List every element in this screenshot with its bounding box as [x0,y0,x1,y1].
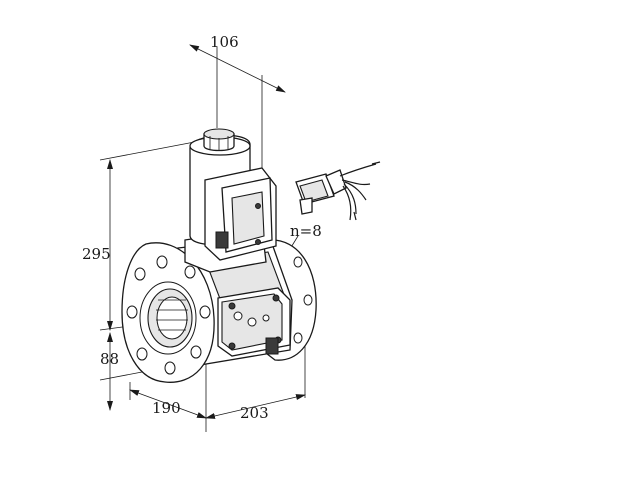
dim-length: 203 [240,404,269,422]
bolt-hole [134,267,146,281]
solenoid-actuator [184,128,277,273]
bolt-hole [156,255,168,269]
bolt-hole [164,361,176,375]
bolt-hole [184,265,196,279]
bolt-hole [190,345,202,359]
dim-height: 295 [82,245,111,263]
dim-axis-height: 88 [100,350,119,368]
dim-flange-depth: 190 [152,399,181,417]
dim-top-width: 106 [210,33,239,51]
bolt-hole [199,305,211,319]
bolt-hole [126,305,138,319]
bolt-hole [136,347,148,361]
plug-connector [295,161,381,221]
bolt-holes-label: n=8 [290,222,322,240]
